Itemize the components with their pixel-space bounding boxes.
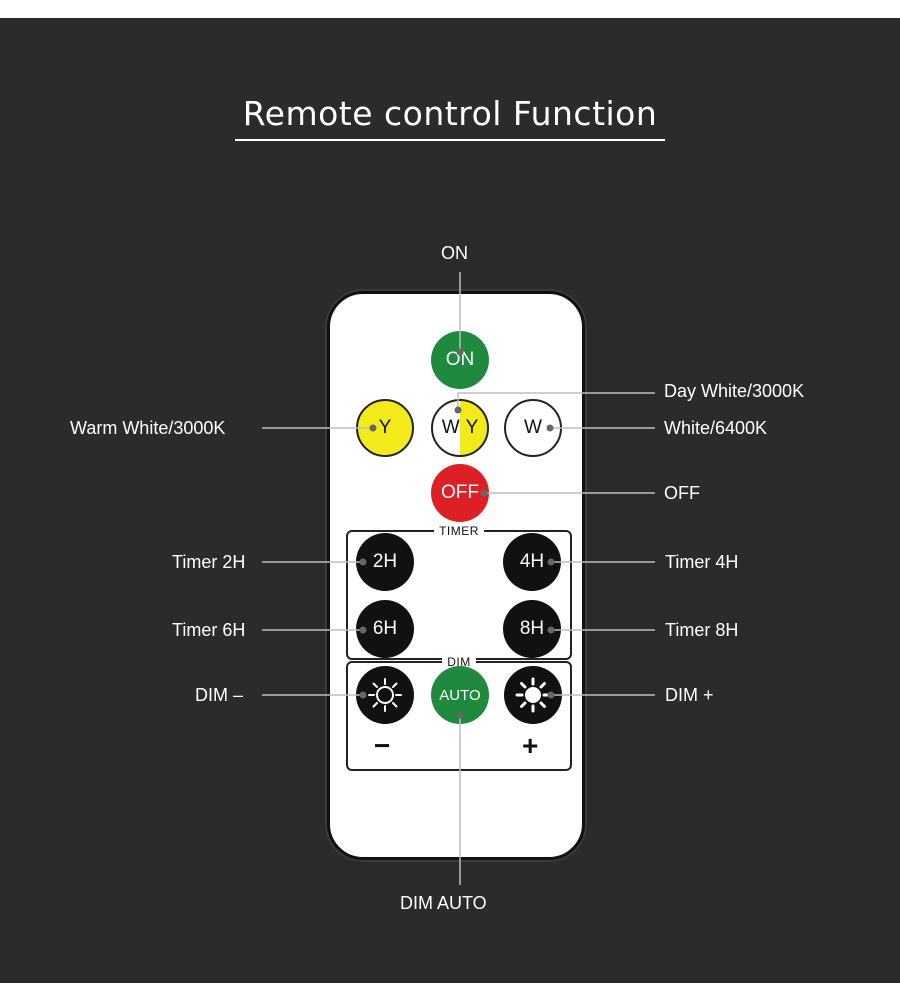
callout-day-white: Day White/3000K [664, 381, 805, 401]
callout-timer-6h: Timer 6H [172, 620, 246, 640]
dim-auto-button[interactable]: AUTO [431, 666, 489, 724]
dim-plus-sign: + [522, 730, 539, 761]
title-underline [235, 139, 665, 141]
day-white-y-letter: Y [465, 417, 479, 438]
day-white-button[interactable]: W Y [431, 399, 489, 457]
dim-group-box: DIM [346, 655, 572, 771]
day-white-w-letter: W [441, 417, 460, 438]
warm-white-button[interactable]: Y [356, 399, 414, 457]
callout-warm-white: Warm White/3000K [70, 418, 226, 438]
sun-outline-icon [368, 678, 402, 712]
callout-timer-8h: Timer 8H [665, 620, 739, 640]
dim-plus-button[interactable] [504, 666, 562, 724]
timer-6h-button[interactable]: 6H [356, 600, 414, 658]
timer-group-label: TIMER [434, 524, 484, 538]
callout-dim-minus: DIM – [195, 685, 244, 705]
callout-off: OFF [664, 483, 700, 503]
callout-on: ON [441, 243, 468, 263]
timer-8h-button[interactable]: 8H [503, 600, 561, 658]
off-button[interactable]: OFF [431, 464, 489, 522]
dim-group-label: DIM [442, 655, 476, 669]
on-button[interactable]: ON [431, 331, 489, 389]
sun-filled-icon [515, 677, 551, 713]
page-title: Remote control Function [242, 94, 658, 133]
callout-white: White/6400K [664, 418, 768, 438]
dim-minus-sign: − [374, 730, 391, 761]
white-button[interactable]: W [504, 399, 562, 457]
timer-2h-button[interactable]: 2H [356, 533, 414, 591]
callout-timer-2h: Timer 2H [172, 552, 246, 572]
timer-4h-button[interactable]: 4H [503, 533, 561, 591]
dim-minus-button[interactable] [356, 666, 414, 724]
callout-timer-4h: Timer 4H [665, 552, 739, 572]
callout-dim-plus: DIM + [665, 685, 714, 705]
callout-dim-auto: DIM AUTO [400, 893, 487, 913]
